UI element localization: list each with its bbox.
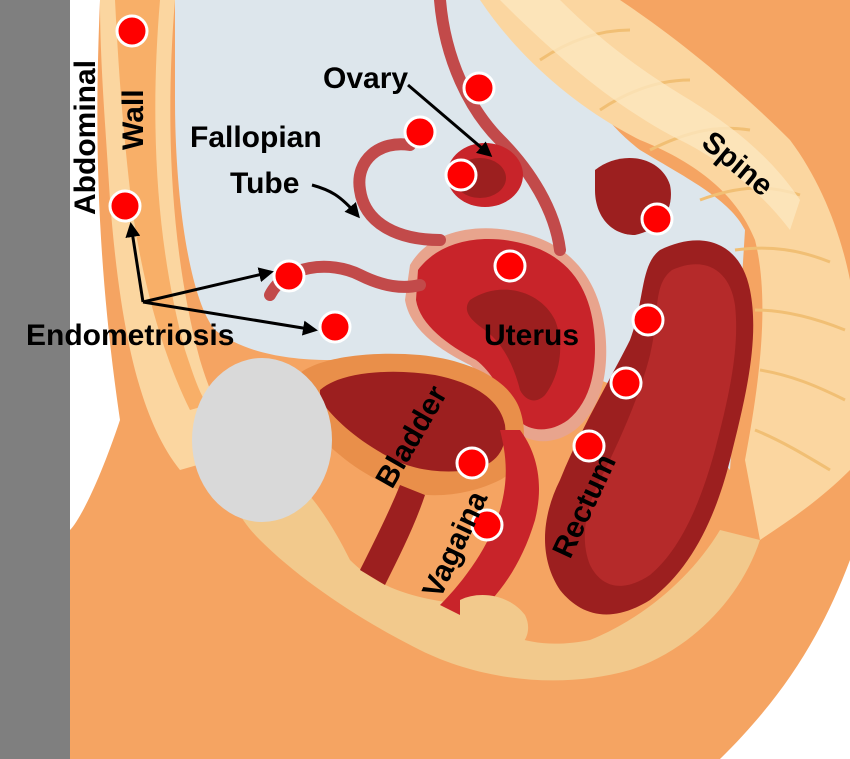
abdominal-wall-core: [115, 0, 208, 410]
endo-arrow-wall: [125, 222, 145, 303]
fallopian-tube-lower: [353, 138, 446, 246]
lesion-marker: [455, 446, 489, 480]
endo-arrow-tube: [142, 267, 274, 304]
bladder: [320, 371, 506, 472]
urethra: [360, 485, 425, 585]
fallopian-tube: [434, 0, 566, 256]
vagina: [440, 430, 540, 620]
label-uterus: Uterus: [484, 319, 579, 352]
endo-arrow-low: [142, 300, 318, 336]
lesion-marker: [462, 71, 496, 105]
uterus-cavity: [466, 289, 561, 401]
lesion-marker: [609, 366, 643, 400]
label-tube: Tube: [230, 167, 299, 200]
label-wall: Wall: [117, 89, 150, 150]
lesion-marker: [631, 303, 665, 337]
label-endometriosis: Endometriosis: [26, 319, 234, 352]
buttock-white: [720, 560, 850, 759]
body-outer-white: [70, 0, 120, 530]
lesion-marker: [272, 259, 306, 293]
lower-fat: [231, 450, 761, 681]
tube-arrow: [311, 183, 360, 219]
label-fallopian: Fallopian: [190, 121, 322, 154]
ovary-arrow: [407, 83, 493, 157]
lesion-marker: [640, 202, 674, 236]
lesion-marker: [470, 508, 504, 542]
lesion-marker: [572, 429, 606, 463]
leader-arrows: [125, 83, 493, 336]
side-strip: [0, 0, 70, 759]
spine: [480, 0, 850, 540]
label-ovary: Ovary: [323, 62, 408, 95]
lesion-marker: [403, 115, 437, 149]
lesion-marker: [108, 189, 142, 223]
lesion-marker: [318, 310, 352, 344]
lesion-marker: [444, 158, 478, 192]
label-abdominal: Abdominal: [69, 60, 102, 215]
lesion-marker: [115, 14, 149, 48]
perineum: [459, 595, 529, 655]
lesion-markers: [108, 14, 674, 542]
rectum-inner: [584, 264, 737, 586]
lesion-marker: [493, 249, 527, 283]
pubic-bone: [192, 358, 332, 522]
spine-inner: [500, 0, 800, 230]
